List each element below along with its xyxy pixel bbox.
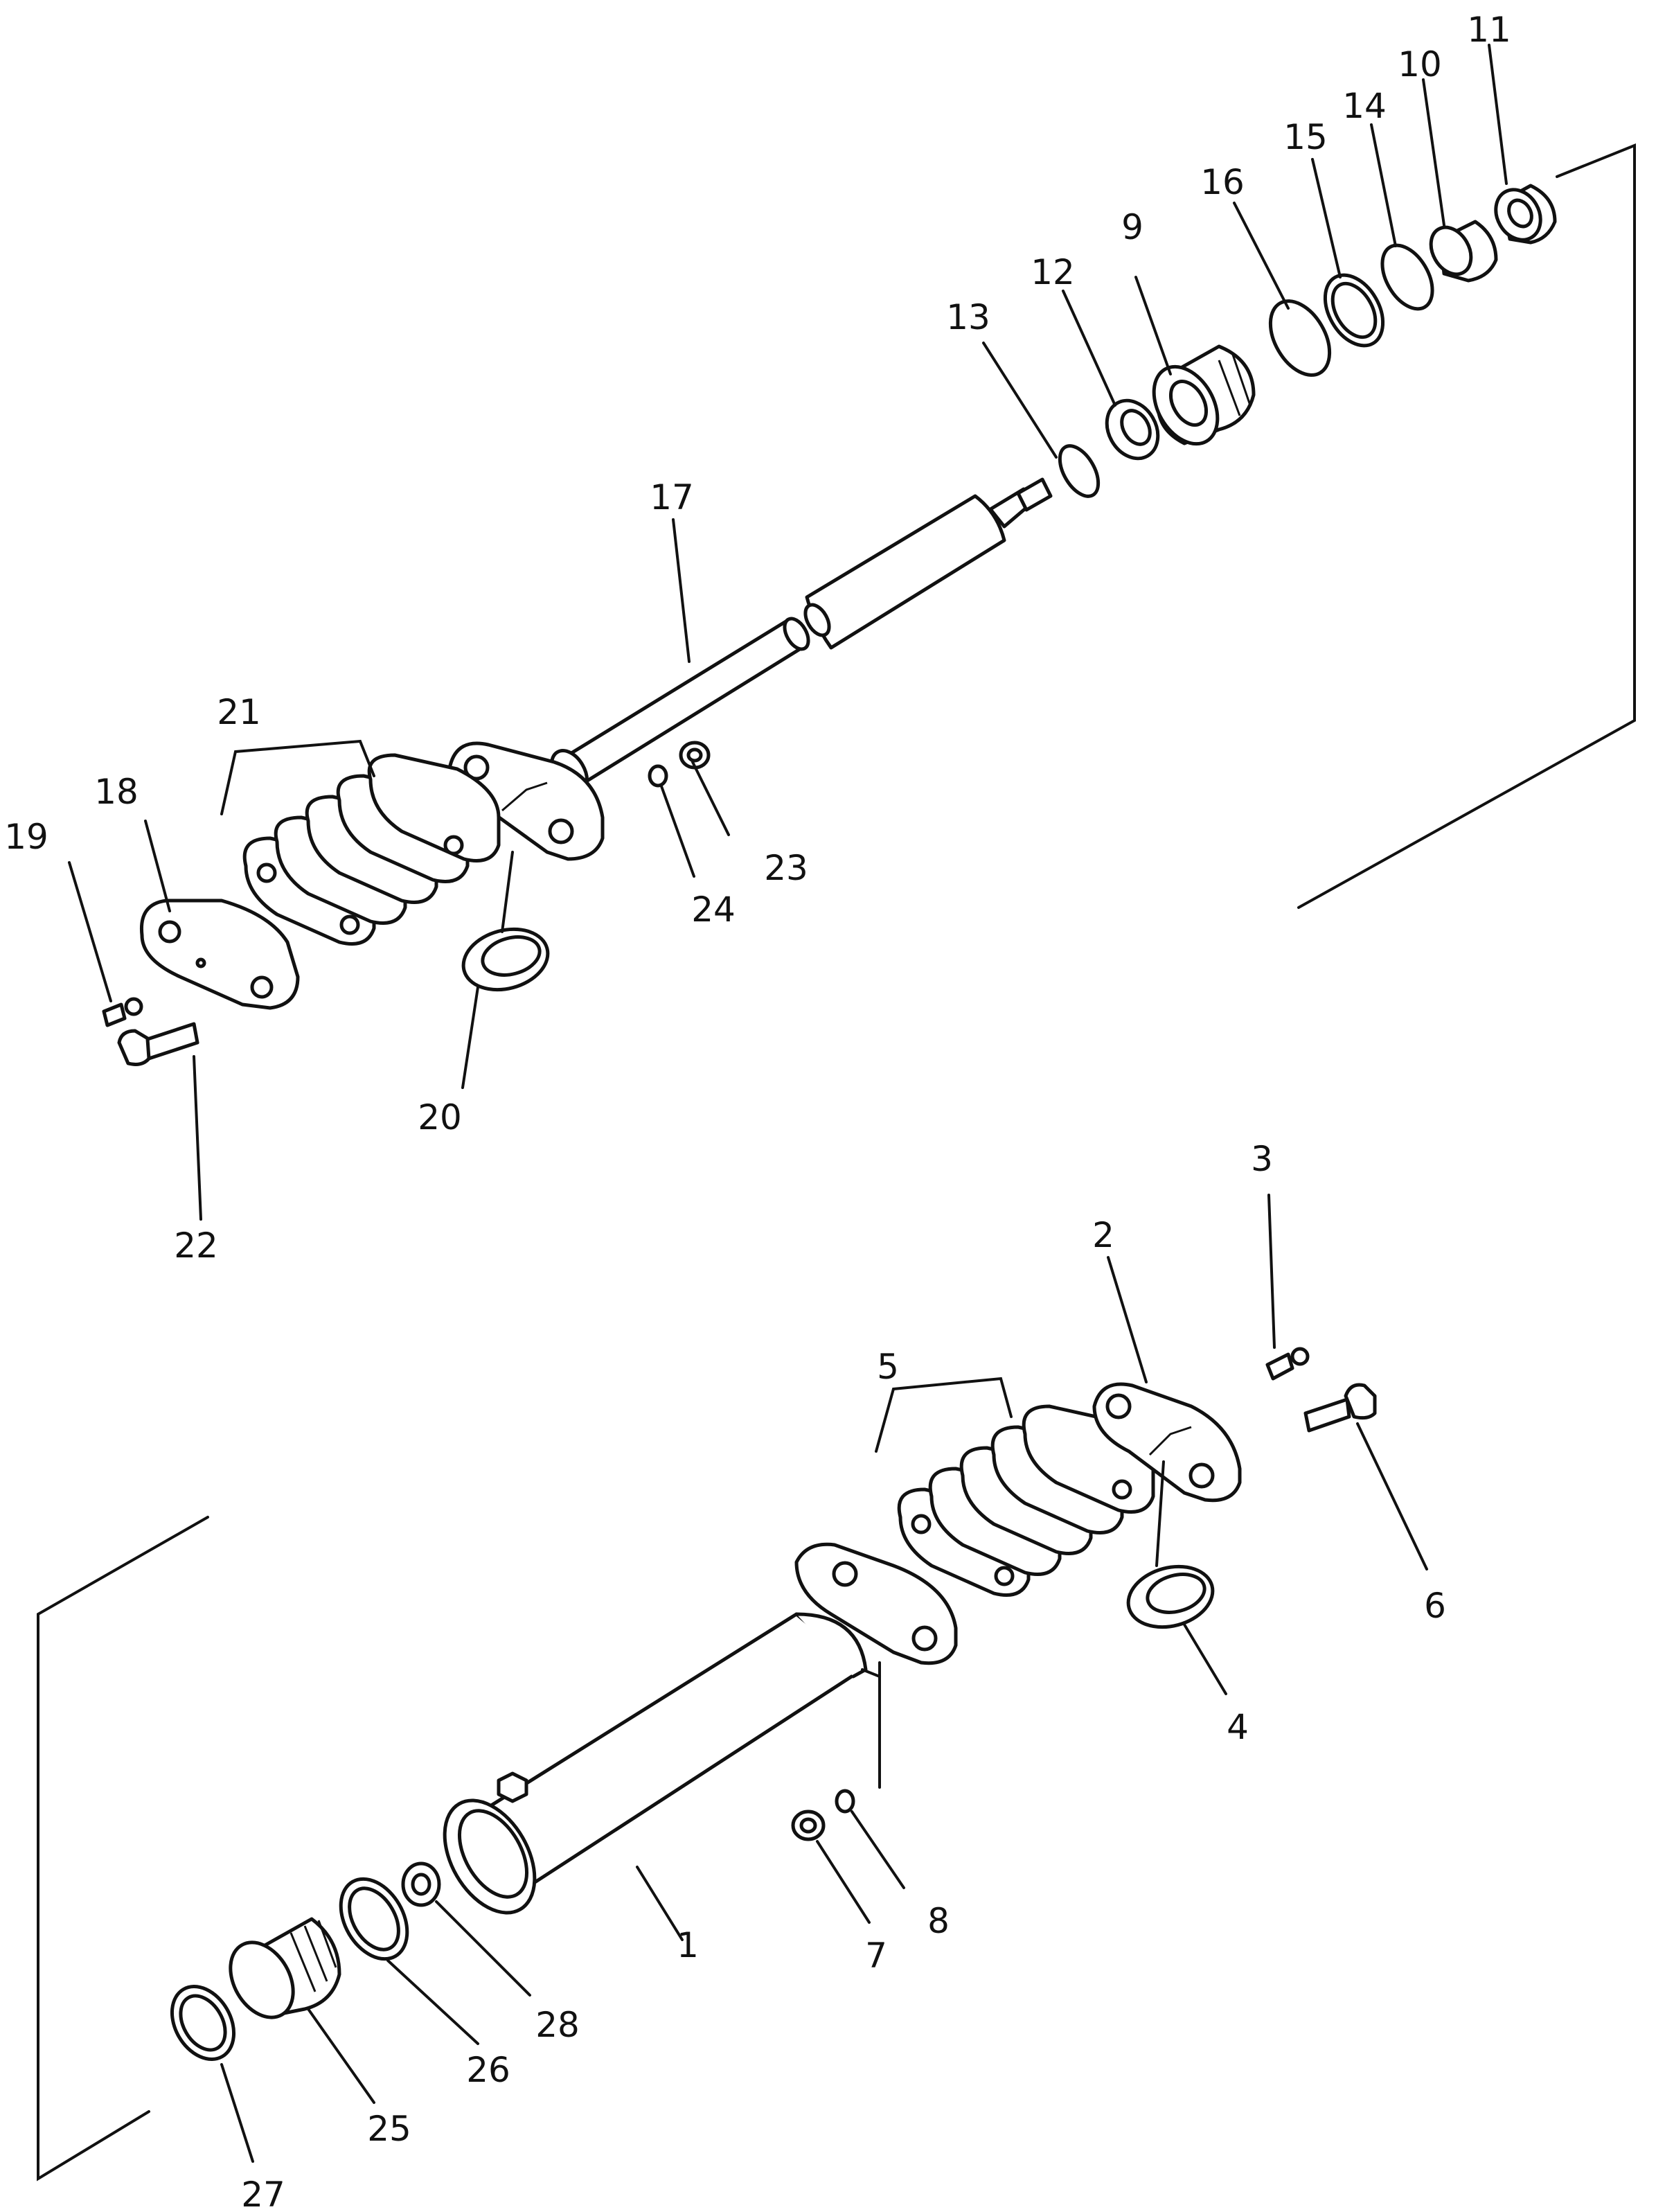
- snap-ring: [1058, 444, 1101, 498]
- backup-ring: [1323, 273, 1385, 348]
- callout-14: 14: [1342, 86, 1387, 126]
- o-ring-large: [1268, 299, 1332, 377]
- tube-grease-fitting: [1265, 1347, 1310, 1381]
- o-ring-small: [1380, 243, 1434, 311]
- callout-12: 12: [1031, 252, 1075, 292]
- rod-bearing: [1105, 398, 1160, 461]
- callout-5: 5: [877, 1347, 899, 1387]
- tube-lock-washer: [835, 1789, 855, 1814]
- callout-17: 17: [650, 477, 694, 517]
- piston-rod: [549, 477, 1053, 796]
- tube-bushing: [1126, 1564, 1215, 1629]
- callout-1: 1: [677, 1925, 699, 1965]
- rod-nut: [679, 741, 711, 770]
- callout-21: 21: [217, 692, 261, 732]
- callout-2: 2: [1092, 1215, 1114, 1255]
- rod-grease-fitting: [102, 997, 143, 1027]
- cylinder-gland: [229, 1917, 341, 2019]
- callout-7: 7: [865, 1936, 887, 1976]
- callout-18: 18: [94, 772, 139, 812]
- callout-15: 15: [1283, 117, 1328, 157]
- callout-28: 28: [535, 2005, 580, 2045]
- callout-10: 10: [1398, 44, 1442, 85]
- callout-8: 8: [927, 1901, 950, 1941]
- leader-lines: [68, 44, 1508, 2163]
- callout-23: 23: [764, 848, 808, 888]
- callout-16: 16: [1200, 162, 1245, 202]
- callout-20: 20: [418, 1097, 462, 1138]
- callout-24: 24: [691, 890, 736, 930]
- tube-bolt: [1303, 1383, 1377, 1433]
- callout-11: 11: [1467, 10, 1511, 50]
- callout-26: 26: [466, 2050, 510, 2090]
- callout-6: 6: [1424, 1586, 1446, 1626]
- lower-bracket-line: [37, 1516, 209, 2182]
- rod-end-cap: [139, 899, 300, 1010]
- rod-shim-stack: [242, 753, 501, 946]
- callout-3: 3: [1251, 1139, 1273, 1179]
- callout-13: 13: [946, 297, 990, 337]
- callout-22: 22: [174, 1226, 218, 1266]
- callout-27: 27: [241, 2175, 285, 2212]
- callout-19: 19: [4, 817, 48, 857]
- collar: [1429, 220, 1498, 283]
- rod-bushing: [461, 927, 550, 992]
- tube-nut: [791, 1810, 826, 1841]
- wear-ring: [339, 1877, 409, 1961]
- callout-labels: 11 10 14 15 16 9 12 13 17 21 18 19 23 24…: [4, 10, 1511, 2212]
- rod-lock-washer: [648, 764, 668, 788]
- wiper-ring: [170, 1985, 236, 2061]
- callout-4: 4: [1227, 1707, 1249, 1747]
- piston-head: [1152, 344, 1256, 446]
- cylinder-tube: [443, 1542, 958, 1915]
- upper-bracket-line: [1297, 143, 1636, 909]
- rod-end-clevis: [448, 741, 605, 861]
- piston-nut: [401, 1861, 441, 1907]
- rod-bolt: [117, 1022, 199, 1066]
- callout-9: 9: [1121, 207, 1143, 247]
- callout-25: 25: [367, 2109, 411, 2149]
- tube-clevis-bracket: [1092, 1382, 1242, 1503]
- end-nut: [1494, 184, 1557, 245]
